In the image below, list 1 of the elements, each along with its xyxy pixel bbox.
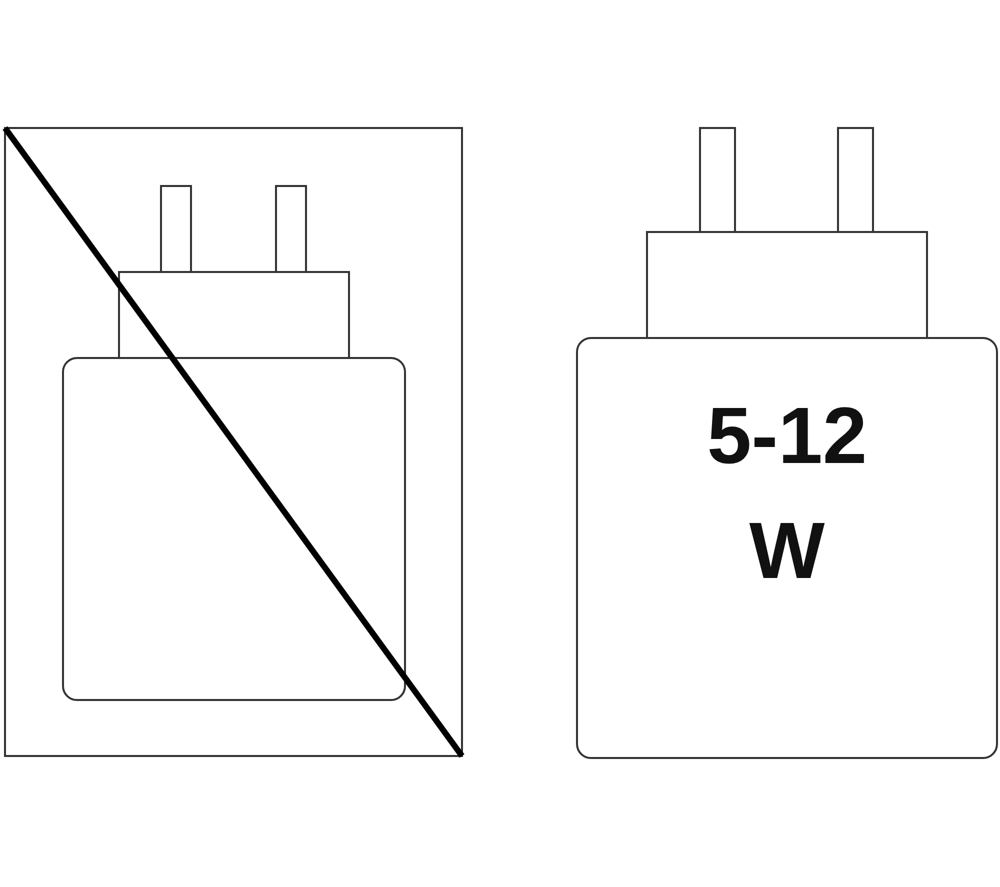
wattage-label: 5-12 W [706, 390, 868, 597]
